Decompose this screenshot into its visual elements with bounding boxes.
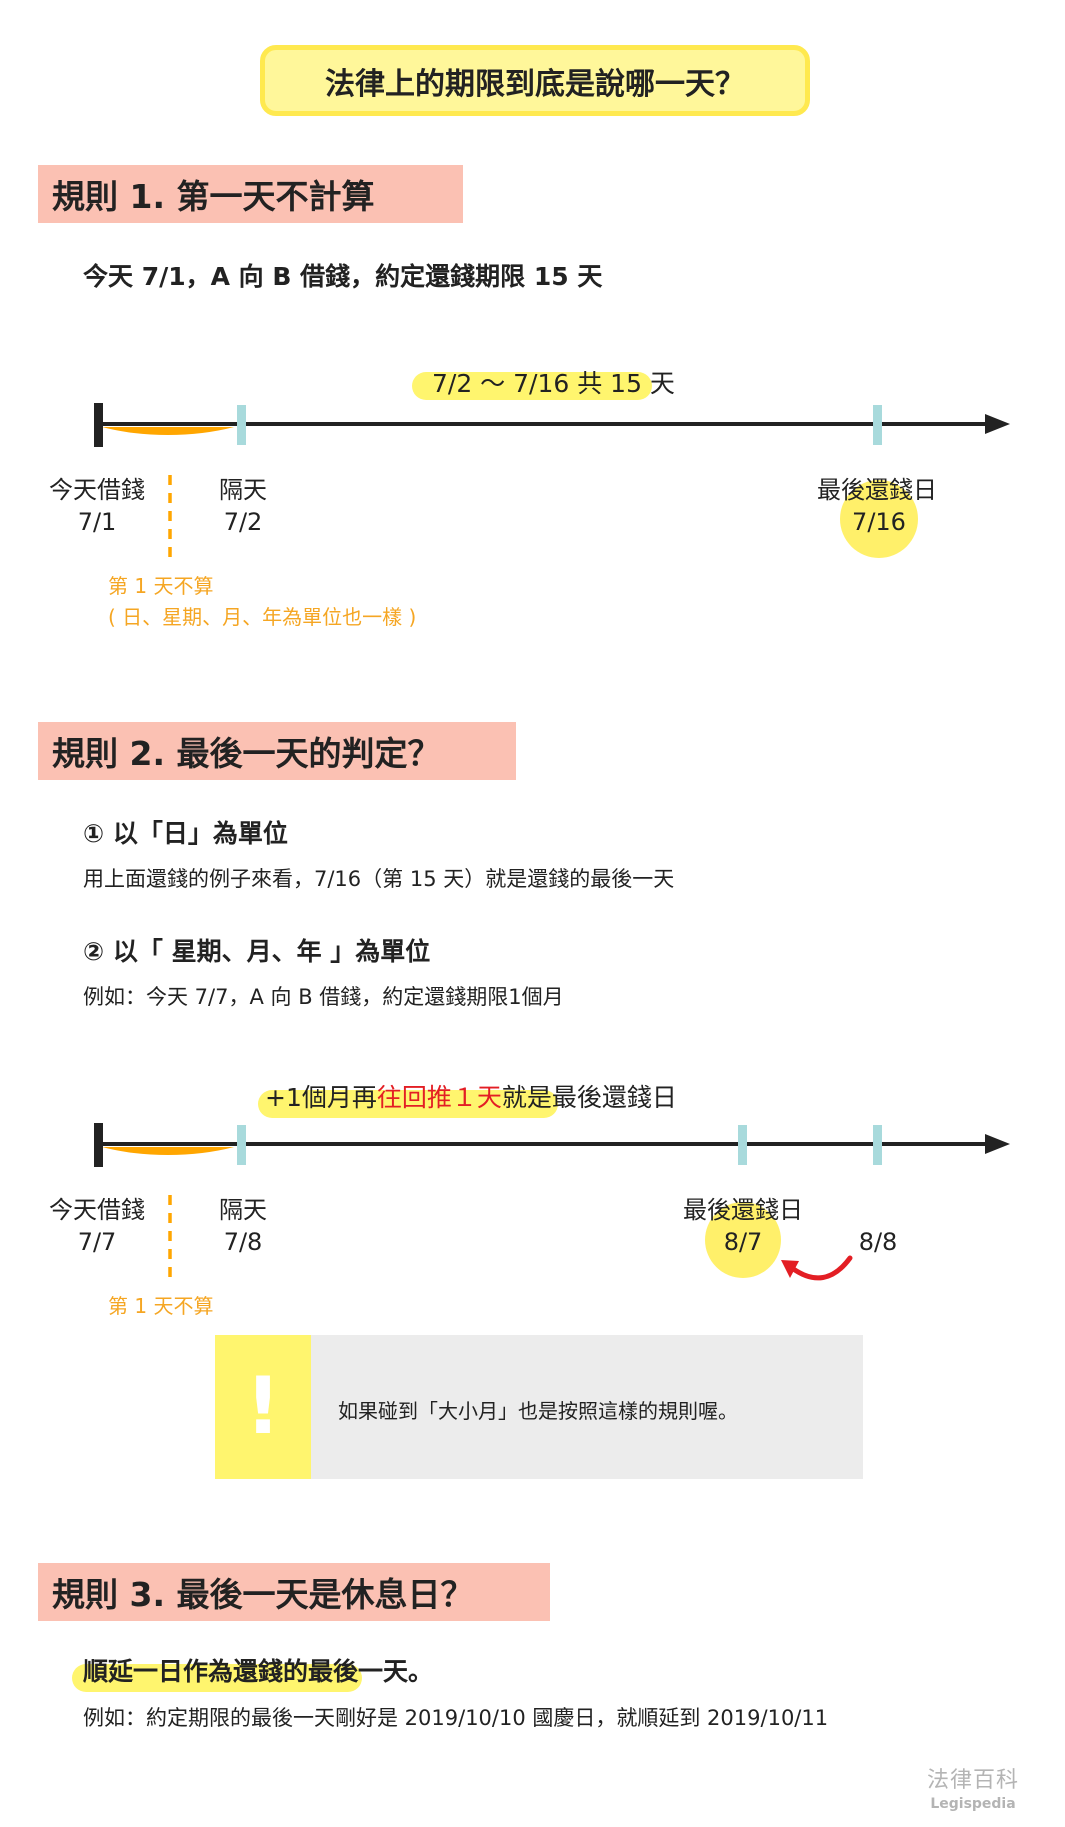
rule2-item2-desc: 例如：今天 7/7，A 向 B 借錢，約定還錢期限1個月 (83, 985, 564, 1009)
rule2-start-marker (94, 1123, 103, 1167)
rule2-last-label: 最後還錢日 (683, 1196, 803, 1224)
watermark-logo: 法律百科 Legispedia (927, 1762, 1019, 1812)
rule2-last-day-tick (738, 1125, 747, 1165)
rule1-timeline (94, 403, 1010, 562)
rule1-last-date: 7/16 (852, 508, 906, 536)
rule2-tip-text: 如果碰到「大小月」也是按照這樣的規則喔。 (338, 1399, 738, 1423)
rule2-back-arrow-head (781, 1260, 799, 1278)
rule1-last-date-circle (840, 480, 918, 558)
rule2-item1-desc: 用上面還錢的例子來看，7/16（第 15 天）就是還錢的最後一天 (83, 867, 675, 891)
rule2-back-arrow-curve (789, 1255, 853, 1281)
rule2-item1-title: ① 以「日」為單位 (83, 819, 288, 848)
rule2-today-label: 今天借錢 (49, 1196, 145, 1224)
rule1-next-label: 隔天 (219, 476, 267, 504)
rule1-range-highlight (412, 372, 652, 400)
rule2-formula-pre: +1個月再 (265, 1083, 377, 1112)
rule3-example: 例如：約定期限的最後一天剛好是 2019/10/10 國慶日，就順延到 2019… (83, 1706, 829, 1730)
exclamation-icon: ! (245, 1362, 281, 1452)
rule2-formula-post: 就是最後還錢日 (501, 1083, 677, 1112)
rule2-last-date: 8/7 (723, 1228, 763, 1256)
watermark-cn: 法律百科 (927, 1768, 1020, 1793)
rule2-tip-box (215, 1335, 863, 1479)
rule2-plus-month-date: 8/8 (858, 1228, 898, 1256)
rule1-last-label: 最後還錢日 (817, 476, 937, 504)
rule1-range-label: 7/2 ～ 7/16 共 15 天 (432, 369, 675, 398)
page-title: 法律上的期限到底是說哪一天？ (260, 45, 810, 116)
rule2-heading: 規則 2. 最後一天的判定？ (38, 722, 516, 780)
rule2-item2-title: ② 以「 星期、月、年 」為單位 (83, 937, 431, 966)
rule1-start-marker (94, 403, 103, 447)
rule2-formula-red: 往回推１天 (376, 1083, 502, 1112)
rule2-formula: +1個月再往回推１天就是最後還錢日 (265, 1078, 677, 1114)
rule1-note-line2: ( 日、星期、月、年為單位也一樣 ) (108, 605, 417, 629)
rule1-today-date: 7/1 (77, 508, 117, 536)
rule2-next-day-tick (237, 1125, 246, 1165)
rule2-axis-arrow (985, 1134, 1010, 1154)
rule1-next-day-tick (237, 405, 246, 445)
rule2-today-date: 7/7 (77, 1228, 117, 1256)
rule1-axis-arrow (985, 414, 1010, 434)
rule2-formula-highlight (258, 1090, 558, 1118)
rule1-heading: 規則 1. 第一天不計算 (38, 165, 463, 223)
rule1-last-day-tick (873, 405, 882, 445)
rule1-excluded-day-arc (102, 427, 234, 436)
rule2-tip-bar (215, 1335, 311, 1479)
rule3-statement: 順延一日作為還錢的最後一天。 (83, 1657, 434, 1686)
rule3-statement-highlight (72, 1664, 362, 1692)
rule1-next-date: 7/2 (223, 508, 263, 536)
rule2-excluded-day-arc (102, 1147, 234, 1156)
rule2-note-line1: 第 1 天不算 (108, 1294, 214, 1318)
rule1-example: 今天 7/1，A 向 B 借錢，約定還錢期限 15 天 (83, 262, 603, 291)
rule2-plus-month-tick (873, 1125, 882, 1165)
watermark-en: Legispedia (930, 1796, 1016, 1812)
rule2-timeline (94, 1123, 1010, 1282)
rule3-heading: 規則 3. 最後一天是休息日？ (38, 1563, 550, 1621)
rule2-next-date: 7/8 (223, 1228, 263, 1256)
rule1-today-label: 今天借錢 (49, 476, 145, 504)
rule2-next-label: 隔天 (219, 1196, 267, 1224)
rule1-note-line1: 第 1 天不算 (108, 574, 214, 598)
rule2-last-date-circle (705, 1202, 781, 1278)
